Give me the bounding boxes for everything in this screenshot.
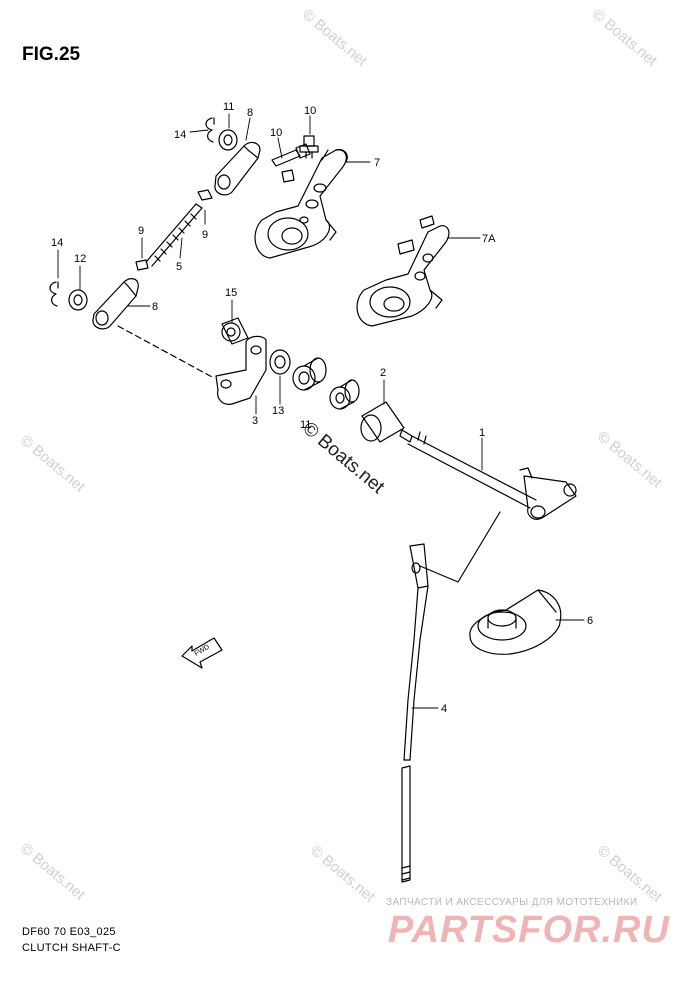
callout: 8	[152, 301, 158, 313]
fwd-arrow-icon	[181, 637, 223, 669]
rod-5	[145, 203, 203, 267]
shaft-1	[399, 429, 577, 520]
callout: 11	[300, 419, 311, 431]
bushing-15	[221, 317, 249, 345]
callout: 2	[380, 367, 386, 379]
clip-14-lower	[49, 281, 59, 307]
callout: 14	[51, 237, 63, 249]
callout: 11	[223, 101, 234, 113]
bracket-7a	[356, 215, 450, 327]
callout: 7A	[482, 233, 496, 245]
leader-dashed	[117, 325, 215, 379]
callout: 10	[270, 127, 282, 139]
bracket-7	[254, 149, 348, 259]
callout: 1	[479, 427, 485, 439]
callout: 15	[225, 287, 237, 299]
bolt-10-left	[271, 143, 311, 167]
sleeve-2	[360, 401, 405, 443]
nut-9-upper	[197, 189, 213, 201]
lever-8-upper	[214, 141, 261, 196]
leader-lines	[57, 113, 585, 709]
bolt-10-lower	[281, 169, 295, 183]
callout: 9	[138, 225, 144, 237]
washer-12	[269, 349, 291, 375]
drawing-code: DF60 70 E03_025	[22, 926, 116, 938]
nut-9-lower	[135, 259, 149, 271]
washer-11-lower	[68, 289, 88, 311]
cap-6	[469, 589, 562, 655]
drawing-name: CLUTCH SHAFT-C	[22, 942, 121, 954]
leader-line	[419, 511, 501, 583]
callout: 9	[202, 229, 208, 241]
callout: 4	[441, 703, 447, 715]
callout: 6	[587, 615, 593, 627]
callout: 13	[272, 405, 284, 417]
rod-4	[401, 543, 429, 883]
fwd-label: FWD	[194, 644, 211, 658]
lever-8-lower	[92, 278, 139, 330]
washer-11-upper	[218, 129, 238, 151]
plate-3	[215, 335, 267, 405]
callout: 12	[74, 253, 86, 265]
brand-logo: PARTSFOR.RU	[388, 909, 670, 951]
bushing-13b	[329, 379, 360, 410]
callout: 3	[252, 415, 258, 427]
callout: 14	[174, 129, 186, 141]
clip-14-upper	[205, 117, 215, 143]
callout: 10	[304, 105, 316, 117]
callout: 7	[374, 157, 380, 169]
brand-tagline: ЗАПЧАСТИ И АКСЕССУАРЫ ДЛЯ МОТОТЕХНИКИ	[386, 897, 638, 908]
callout: 8	[247, 107, 253, 119]
figure-title: FIG.25	[22, 44, 81, 65]
callout: 5	[176, 261, 182, 273]
bushing-13a	[292, 357, 327, 391]
